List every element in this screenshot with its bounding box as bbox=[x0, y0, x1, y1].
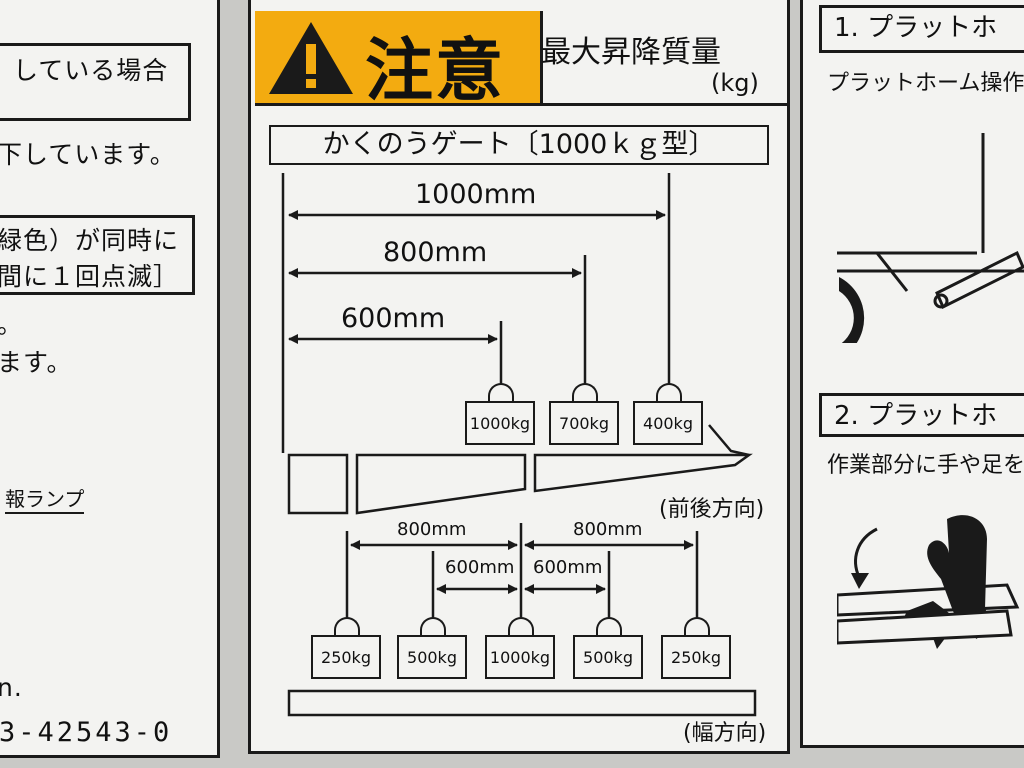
left-text-line-4: 間に１回点滅］ bbox=[0, 262, 180, 291]
caution-header: 注意 bbox=[255, 11, 543, 111]
part-number: 3-42543-0 bbox=[0, 717, 173, 748]
section-2-title: 2. プラットホ bbox=[819, 393, 1024, 437]
dimension-600mm-right: 600mm bbox=[533, 557, 603, 578]
dimension-1000mm: 1000mm bbox=[415, 179, 537, 210]
warning-triangle-icon bbox=[269, 22, 353, 94]
weight-400kg: 400kg bbox=[633, 401, 703, 445]
left-text-line-6: ます。 bbox=[0, 348, 73, 377]
platform-mechanism-illustration bbox=[837, 133, 1024, 343]
width-direction-label: (幅方向) bbox=[683, 721, 767, 746]
weight-1000kg: 1000kg bbox=[465, 401, 535, 445]
left-boxed-note-1 bbox=[0, 43, 191, 121]
weight-250kg-left: 250kg bbox=[311, 635, 381, 679]
max-lift-capacity-label: 注意 最大昇降質量 (kg) かくのうゲート〔1000ｋｇ型〕 bbox=[248, 0, 790, 754]
caution-label: 注意 bbox=[365, 32, 506, 111]
left-text-line-2: 下しています。 bbox=[0, 140, 176, 169]
dimension-600mm: 600mm bbox=[341, 303, 446, 334]
section-1-title: 1. プラットホ bbox=[819, 5, 1024, 53]
weight-500kg-left: 500kg bbox=[397, 635, 467, 679]
right-label-panel: 1. プラットホ プラットホーム操作 2. プラットホ 作業部分に手や足を bbox=[800, 0, 1024, 748]
label-unit: (kg) bbox=[711, 69, 759, 97]
hand-pinch-warning-illustration bbox=[837, 515, 1020, 649]
left-boxed-note-2 bbox=[0, 215, 195, 295]
gate-model-box: かくのうゲート〔1000ｋｇ型〕 bbox=[269, 125, 769, 165]
left-text-line-1: している場合 bbox=[13, 56, 169, 85]
front-rear-direction-label: (前後方向) bbox=[659, 497, 765, 522]
left-text-line-3: 緑色）が同時に bbox=[0, 226, 180, 255]
left-text-line-5: 。 bbox=[0, 305, 23, 341]
section-1-text: プラットホーム操作 bbox=[827, 71, 1024, 96]
dimension-800mm-left: 800mm bbox=[397, 519, 467, 540]
dimension-800mm: 800mm bbox=[383, 237, 488, 268]
load-diagram bbox=[281, 173, 757, 717]
weight-250kg-right: 250kg bbox=[661, 635, 731, 679]
section-2-text: 作業部分に手や足を bbox=[827, 453, 1024, 478]
weight-500kg-right: 500kg bbox=[573, 635, 643, 679]
dimension-800mm-right: 800mm bbox=[573, 519, 643, 540]
left-text-line-8: n. bbox=[0, 673, 23, 702]
left-text-line-7: 報ランプ bbox=[5, 483, 85, 514]
header-divider bbox=[255, 103, 787, 106]
weight-700kg: 700kg bbox=[549, 401, 619, 445]
label-title: 最大昇降質量 bbox=[541, 35, 721, 70]
left-label-panel: している場合 下しています。 緑色）が同時に 間に１回点滅］ 。 ます。 報ラン… bbox=[0, 0, 220, 758]
dimension-600mm-left: 600mm bbox=[445, 557, 515, 578]
weight-1000kg-center: 1000kg bbox=[485, 635, 555, 679]
